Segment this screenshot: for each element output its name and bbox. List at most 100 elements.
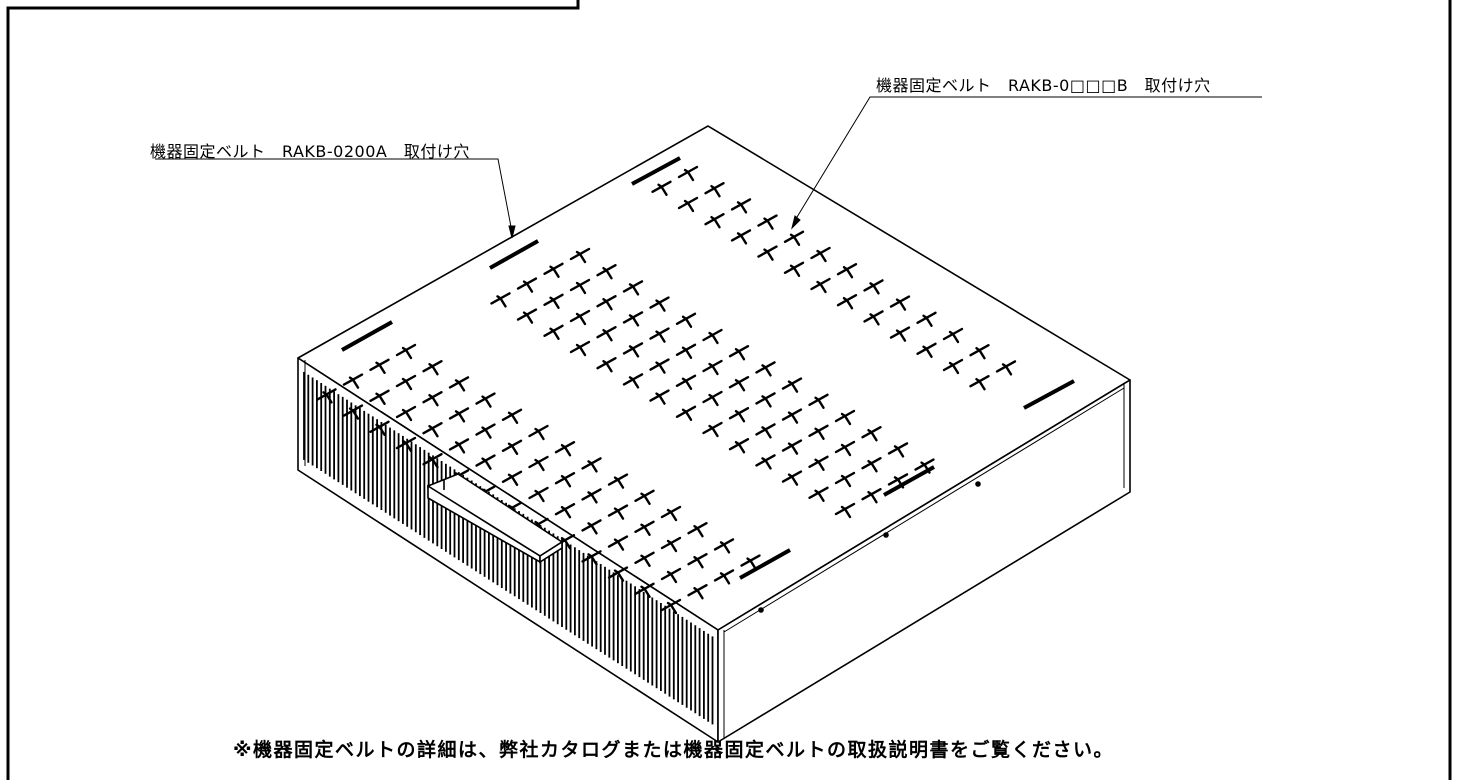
- t-slot-hole-icon: [728, 345, 750, 361]
- t-slot-hole-icon: [781, 377, 803, 393]
- t-slot-hole-icon: [834, 502, 856, 519]
- callout-leaders: [155, 96, 1262, 239]
- t-slot-hole-icon: [501, 470, 523, 486]
- slot-hole-icon: [883, 465, 935, 497]
- t-slot-hole-icon: [660, 505, 682, 522]
- t-slot-hole-icon: [569, 278, 591, 295]
- screw-hole: [758, 607, 764, 613]
- t-slot-hole-icon: [704, 181, 725, 198]
- t-slot-hole-icon: [755, 361, 776, 377]
- handle-icon: [427, 473, 564, 564]
- shelf-front-face: [297, 357, 719, 743]
- t-slot-hole-icon: [569, 340, 591, 357]
- t-slot-hole-icon: [501, 408, 523, 424]
- t-slot-hole-icon: [781, 439, 803, 455]
- t-slot-hole-icon: [740, 554, 761, 570]
- t-slot-hole-icon: [757, 245, 778, 261]
- t-slot-hole-icon: [369, 420, 390, 436]
- t-slot-hole-icon: [783, 261, 805, 277]
- t-slot-hole-icon: [675, 343, 697, 359]
- t-slot-hole-icon: [713, 538, 735, 554]
- t-slot-hole-icon: [916, 311, 937, 327]
- t-slot-hole-icon: [889, 326, 911, 342]
- footnote-text: ※機器固定ベルトの詳細は、弊社カタログまたは機器固定ベルトの取扱説明書をご覧くだ…: [233, 739, 1114, 761]
- t-slot-hole-icon: [342, 373, 364, 389]
- t-slot-hole-icon: [887, 442, 909, 458]
- slot-hole-icon: [739, 548, 791, 580]
- t-slot-hole-icon: [395, 343, 417, 360]
- t-slot-hole-icon: [702, 421, 723, 438]
- screw-hole: [883, 532, 889, 538]
- t-slot-hole-icon: [475, 392, 496, 408]
- t-slot-holes: [316, 165, 1017, 615]
- t-slot-hole-icon: [660, 598, 682, 615]
- t-slot-hole-icon: [543, 262, 564, 278]
- t-slot-hole-icon: [622, 280, 644, 296]
- t-slot-hole-icon: [607, 566, 629, 582]
- t-slot-hole-icon: [728, 438, 750, 454]
- t-slot-hole-icon: [834, 440, 856, 457]
- t-slot-hole-icon: [596, 326, 617, 342]
- t-slot-hole-icon: [660, 567, 682, 584]
- t-slot-hole-icon: [649, 358, 670, 374]
- t-slot-hole-icon: [596, 264, 617, 280]
- t-slot-hole-icon: [755, 423, 776, 439]
- t-slot-hole-icon: [808, 393, 829, 409]
- t-slot-hole-icon: [554, 503, 576, 519]
- t-slot-hole-icon: [702, 390, 723, 407]
- t-slot-hole-icon: [554, 441, 576, 457]
- callout-belt-a-label: 機器固定ベルト RAKB-0200A 取付け穴: [150, 142, 470, 161]
- t-slot-hole-icon: [448, 376, 470, 392]
- t-slot-hole-icon: [675, 374, 697, 390]
- t-slot-hole-icon: [649, 327, 670, 343]
- t-slot-hole-icon: [808, 424, 829, 440]
- slot-hole-icon: [341, 320, 393, 352]
- t-slot-hole-icon: [887, 473, 909, 489]
- t-slot-hole-icon: [675, 405, 697, 421]
- t-slot-hole-icon: [634, 489, 655, 505]
- t-slot-hole-icon: [422, 453, 443, 469]
- t-slot-hole-icon: [342, 404, 364, 420]
- t-slot-hole-icon: [783, 230, 805, 247]
- t-slot-hole-icon: [863, 279, 884, 295]
- t-slot-hole-icon: [596, 357, 617, 373]
- t-slot-hole-icon: [596, 295, 617, 311]
- t-slot-hole-icon: [728, 407, 750, 423]
- t-slot-hole-icon: [448, 438, 470, 454]
- leader-line-b: [793, 96, 1262, 223]
- t-slot-hole-icon: [808, 455, 829, 471]
- callout-belt-b-label: 機器固定ベルト RAKB-0□□□B 取付け穴: [876, 76, 1211, 95]
- t-slot-hole-icon: [581, 519, 602, 535]
- t-slot-hole-icon: [607, 535, 629, 551]
- t-slot-hole-icon: [528, 486, 549, 503]
- t-slot-hole-icon: [757, 214, 778, 230]
- t-slot-hole-icon: [634, 520, 655, 536]
- t-slot-hole-icon: [422, 391, 443, 407]
- t-slot-hole-icon: [475, 423, 496, 439]
- t-slot-hole-icon: [810, 277, 831, 294]
- t-slot-hole-icon: [581, 457, 602, 473]
- t-slot-hole-icon: [581, 550, 602, 566]
- t-slot-hole-icon: [969, 375, 990, 391]
- t-slot-hole-icon: [834, 409, 856, 426]
- t-slot-hole-icon: [755, 392, 776, 408]
- t-slot-hole-icon: [660, 536, 682, 553]
- t-slot-hole-icon: [704, 212, 725, 229]
- t-slot-hole-icon: [916, 342, 937, 358]
- t-slot-hole-icon: [889, 295, 911, 311]
- t-slot-hole-icon: [755, 454, 776, 470]
- t-slot-hole-icon: [490, 292, 511, 308]
- t-slot-hole-icon: [836, 294, 858, 310]
- t-slot-hole-icon: [651, 180, 672, 197]
- slot-holes: [341, 156, 1075, 580]
- t-slot-hole-icon: [861, 488, 882, 504]
- t-slot-hole-icon: [369, 358, 390, 374]
- t-slot-hole-icon: [730, 198, 752, 214]
- t-slot-hole-icon: [836, 263, 858, 279]
- t-slot-hole-icon: [448, 407, 470, 423]
- leader-line-a: [155, 158, 513, 233]
- drawing-frame: [6, 0, 1452, 780]
- t-slot-hole-icon: [730, 229, 752, 245]
- t-slot-hole-icon: [781, 470, 803, 486]
